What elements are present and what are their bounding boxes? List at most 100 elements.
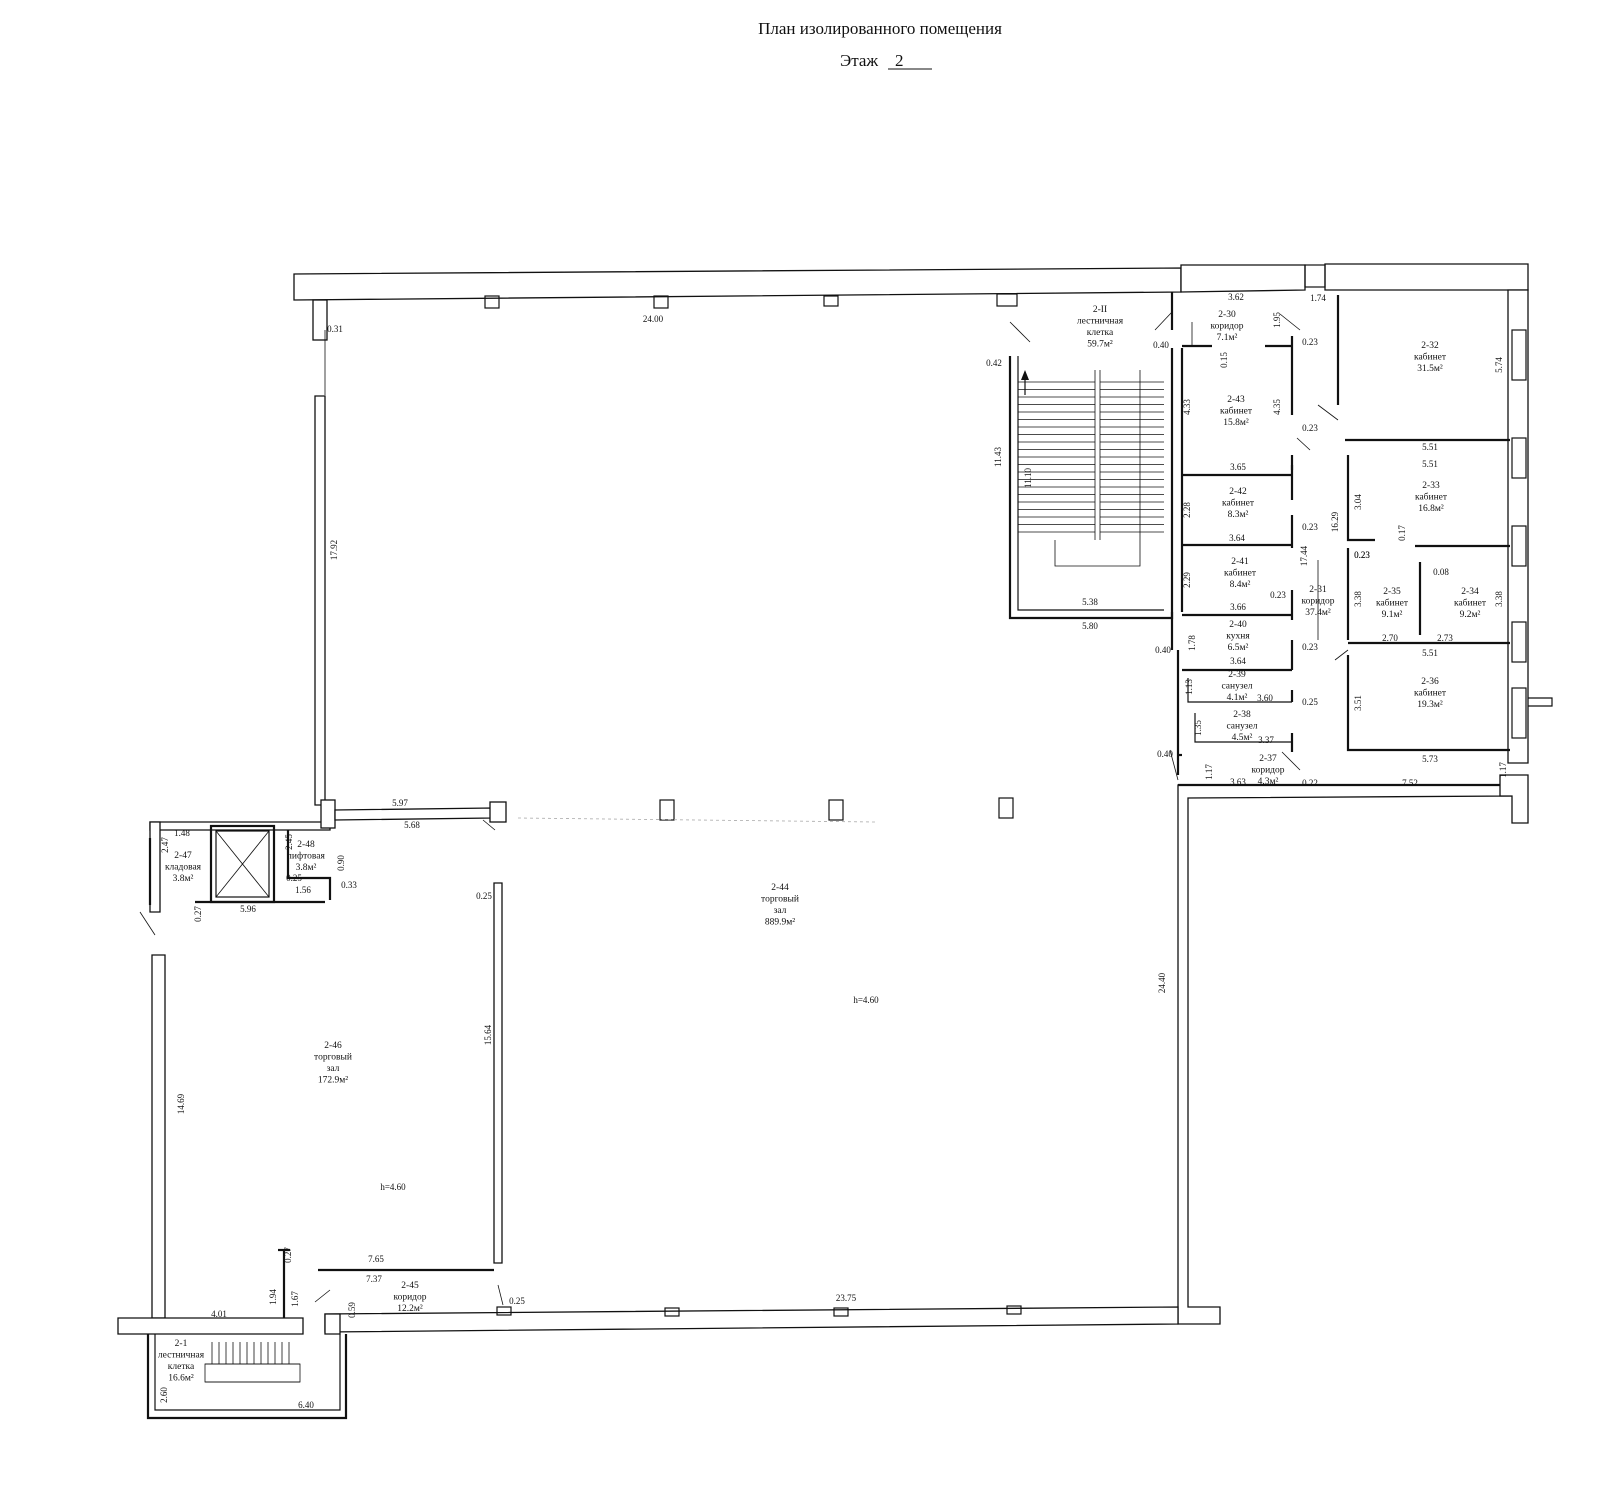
lift-block (148, 824, 332, 905)
room-2-35-area: 9.1м² (1382, 610, 1403, 620)
dimension-label: 24.00 (643, 314, 664, 324)
dimension-label: 1.78 (1187, 635, 1197, 651)
dimension-label: 5.68 (404, 820, 420, 830)
dimension-label: 0.27 (283, 1247, 293, 1263)
dimension-label: 23.75 (836, 1293, 857, 1303)
room-2-31-area: 37.4м² (1305, 608, 1331, 618)
dimension-label: 0.23 (1270, 590, 1286, 600)
room-2-35-id: 2-35 (1383, 587, 1401, 597)
dimension-label: 6.40 (298, 1400, 314, 1410)
door-swings (139, 311, 1349, 1306)
dimension-label: 16.29 (1330, 511, 1340, 532)
dimension-labels: 24.000.3117.920.4211.4311.105.385.800.40… (159, 292, 1508, 1410)
room-2-30-area: 7.1м² (1217, 333, 1238, 343)
dimension-label: 0.23 (1302, 337, 1318, 347)
room-2-42-id: 2-42 (1229, 487, 1247, 497)
room-2-43-line1: кабинет (1220, 406, 1253, 417)
dimension-label: 4.35 (1272, 399, 1282, 415)
room-2-47-id: 2-47 (174, 851, 192, 861)
floor-label: Этаж (840, 51, 878, 70)
dimension-label: 5.74 (1494, 357, 1504, 373)
dimension-label: 0.40 (1157, 749, 1173, 759)
room-2-42-area: 8.3м² (1228, 510, 1249, 520)
room-2-34-area: 9.2м² (1460, 610, 1481, 620)
dimension-label: 7.37 (366, 1274, 382, 1284)
height-label-2-46: h=4.60 (380, 1182, 406, 1192)
dimension-label: 0.23 (1302, 642, 1318, 652)
room-2-1-line2: клетка (168, 1362, 195, 1372)
dimension-label: 1.94 (268, 1289, 278, 1305)
room-2-40-area: 6.5м² (1228, 643, 1249, 653)
dimension-label: 2.60 (159, 1387, 169, 1403)
dimension-label: 0.33 (341, 880, 357, 890)
room-2-47-line1: кладовая (165, 863, 202, 873)
room-2-41-line1: кабинет (1224, 568, 1257, 579)
corridor-2-45 (278, 1248, 494, 1318)
dimension-label: 0.23 (1302, 423, 1318, 433)
dimension-label: 2.45 (284, 834, 294, 850)
room-2-48-id: 2-48 (297, 840, 315, 850)
dimension-label: 5.51 (1422, 459, 1438, 469)
room-2-37-area: 4.3м² (1258, 777, 1279, 787)
room-2-33-line1: кабинет (1415, 492, 1448, 503)
dimension-label: 5.80 (1082, 621, 1098, 631)
dimension-label: 1.56 (295, 885, 311, 895)
room-2-38-id: 2-38 (1233, 710, 1251, 720)
room-2-45-line1: коридор (393, 1293, 426, 1303)
room-2-39-line1: санузел (1221, 682, 1252, 692)
room-2-32-id: 2-32 (1421, 341, 1439, 351)
room-2-1-area: 16.6м² (168, 1374, 194, 1384)
dimension-label: 2.73 (1437, 633, 1453, 643)
dimension-label: 1.48 (174, 828, 190, 838)
dimension-label: 4.01 (211, 1309, 227, 1319)
room-2-44-area: 889.9м² (765, 918, 795, 928)
dimension-lines (324, 322, 1319, 823)
room-2-44-line1: торговый (761, 894, 799, 905)
room-2-45-id: 2-45 (401, 1281, 419, 1291)
dimension-label: 3.63 (1230, 777, 1246, 787)
dimension-label: 3.65 (1230, 462, 1246, 472)
dimension-label: 2.29 (1182, 572, 1192, 588)
room-2-42-line1: кабинет (1222, 498, 1255, 509)
dimension-label: 7.52 (1402, 778, 1418, 788)
dimension-label: 11.10 (1023, 468, 1033, 488)
dimension-label: 0.23 (1354, 550, 1370, 560)
room-2-41-id: 2-41 (1231, 557, 1249, 567)
dimension-label: 0.23 (1354, 550, 1370, 560)
dimension-label: 2.47 (160, 837, 170, 853)
office-partitions (1170, 292, 1510, 787)
dimension-label: 7.65 (368, 1254, 384, 1264)
room-2-38-line1: санузел (1226, 722, 1257, 732)
room-2-37-line1: коридор (1251, 766, 1284, 776)
dimension-label: 3.38 (1494, 591, 1504, 607)
dimension-label: 1.67 (290, 1291, 300, 1307)
dimension-label: 0.90 (336, 855, 346, 871)
staircase-2-1 (204, 1342, 301, 1383)
room-2-30-id: 2-30 (1218, 310, 1236, 320)
room-2-32-line1: кабинет (1414, 352, 1447, 363)
room-2-36-id: 2-36 (1421, 677, 1439, 687)
room-2-II-id: 2-II (1093, 305, 1107, 315)
dimension-label: 0.25 (286, 873, 302, 883)
dimension-label: 0.17 (1397, 525, 1407, 541)
room-2-38-area: 4.5м² (1232, 733, 1253, 743)
room-2-41-area: 8.4м² (1230, 580, 1251, 590)
room-2-34-id: 2-34 (1461, 587, 1479, 597)
room-2-37-id: 2-37 (1259, 754, 1277, 764)
dimension-label: 4.33 (1182, 399, 1192, 415)
dimension-label: 0.31 (327, 324, 343, 334)
dimension-label: 0.22 (1302, 778, 1318, 788)
room-2-48-area: 3.8м² (296, 863, 317, 873)
dimension-label: 3.64 (1229, 533, 1245, 543)
dimension-label: 1.17 (1498, 762, 1508, 778)
room-2-45-area: 12.2м² (397, 1304, 423, 1314)
dimension-label: 3.66 (1230, 602, 1246, 612)
room-2-46-line1: торговый (314, 1052, 352, 1063)
dimension-label: 5.51 (1422, 442, 1438, 452)
dimension-label: 5.96 (240, 904, 256, 914)
dimension-label: 1.35 (1193, 720, 1203, 736)
dimension-label: 11.43 (993, 447, 1003, 467)
dimension-label: 3.37 (1258, 735, 1274, 745)
room-2-34-line1: кабинет (1454, 598, 1487, 609)
